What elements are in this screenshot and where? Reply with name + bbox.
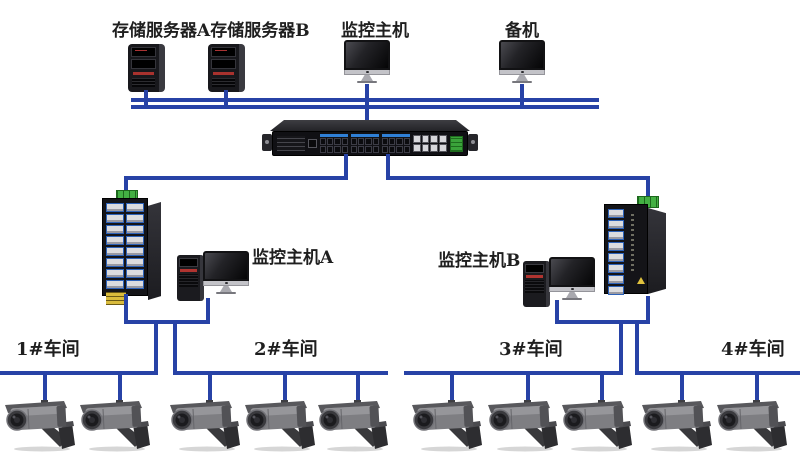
camera-link <box>450 373 454 404</box>
cctv-camera-icon <box>318 400 388 452</box>
host-a-tower-icon <box>177 255 204 301</box>
workshop-3-bus <box>404 371 623 375</box>
link-rightswitch-down <box>646 296 650 324</box>
rack-ear-right <box>468 134 478 151</box>
cctv-camera-icon <box>80 400 150 452</box>
bus-line-lower <box>131 105 599 109</box>
workshop-3-label: 3#车间 <box>499 339 563 360</box>
link-to-right-switch <box>646 176 650 206</box>
monitor-host-icon <box>344 40 390 83</box>
cctv-camera-icon <box>488 400 558 452</box>
cctv-camera <box>409 397 485 452</box>
cctv-camera <box>77 397 153 452</box>
cctv-camera <box>167 397 243 452</box>
workshop-4-bus <box>637 371 800 375</box>
camera-link <box>755 373 759 404</box>
cctv-camera <box>559 397 635 452</box>
workshop-2-label: 2#车间 <box>254 339 318 360</box>
storage-server-a-icon <box>128 44 165 92</box>
cctv-camera <box>714 397 790 452</box>
backup-host-label: 备机 <box>505 21 539 41</box>
link-host-b <box>555 300 559 324</box>
link-to-ws3 <box>619 320 623 375</box>
cctv-camera-icon <box>412 400 482 452</box>
cctv-camera <box>2 397 78 452</box>
cctv-camera-icon <box>562 400 632 452</box>
switch-info-panel <box>277 136 306 151</box>
host-b-tower-icon <box>523 261 550 307</box>
cctv-camera-icon <box>170 400 240 452</box>
camera-link <box>680 373 684 404</box>
right-industrial-switch-icon <box>602 194 668 300</box>
bus-line-upper <box>131 98 599 102</box>
link-run-left <box>124 176 348 180</box>
camera-link <box>526 373 530 404</box>
link-core-downright <box>386 154 390 180</box>
workshop-4-label: 4#车间 <box>721 339 785 360</box>
camera-link <box>600 373 604 404</box>
link-connector-a <box>124 320 210 324</box>
workshop-2-bus <box>176 371 388 375</box>
link-core-downleft <box>344 154 348 180</box>
monitor-host-b-label: 监控主机B <box>438 251 521 271</box>
link-connector-b <box>555 320 650 324</box>
workshop-1-bus <box>0 371 158 375</box>
camera-link <box>356 373 360 404</box>
camera-link <box>283 373 287 404</box>
power-terminal <box>449 135 463 152</box>
link-backup <box>520 84 524 109</box>
cctv-camera-icon <box>5 400 75 452</box>
rj45-port-block <box>413 135 447 152</box>
camera-link <box>118 373 122 404</box>
link-to-ws2 <box>173 320 177 375</box>
console-port <box>308 139 317 148</box>
monitor-host-label: 监控主机 <box>341 21 409 41</box>
camera-link <box>208 373 212 404</box>
link-host-a <box>206 298 210 324</box>
host-b-monitor-icon <box>549 257 595 300</box>
camera-link <box>43 373 47 404</box>
monitor-host-a-label: 监控主机A <box>252 248 334 268</box>
storage-servers-label: 存储服务器A存储服务器B <box>112 21 310 41</box>
link-to-ws1 <box>154 320 158 375</box>
storage-server-b-icon <box>208 44 245 92</box>
rack-ear-left <box>262 134 272 151</box>
cctv-camera <box>485 397 561 452</box>
cctv-camera <box>242 397 318 452</box>
cctv-camera <box>315 397 391 452</box>
backup-host-icon <box>499 40 545 83</box>
switch-label-sticker <box>106 292 126 305</box>
host-a-monitor-icon <box>203 251 249 294</box>
workshop-1-label: 1#车间 <box>16 339 80 360</box>
cctv-camera-icon <box>245 400 315 452</box>
core-switch-icon <box>262 120 478 158</box>
link-to-ws4 <box>635 320 639 375</box>
cctv-camera-icon <box>717 400 787 452</box>
cctv-camera <box>639 397 715 452</box>
link-leftswitch-down <box>124 294 128 324</box>
cctv-camera-icon <box>642 400 712 452</box>
left-industrial-switch-icon <box>100 190 164 305</box>
link-to-left-switch <box>124 176 128 202</box>
link-run-right <box>386 176 650 180</box>
